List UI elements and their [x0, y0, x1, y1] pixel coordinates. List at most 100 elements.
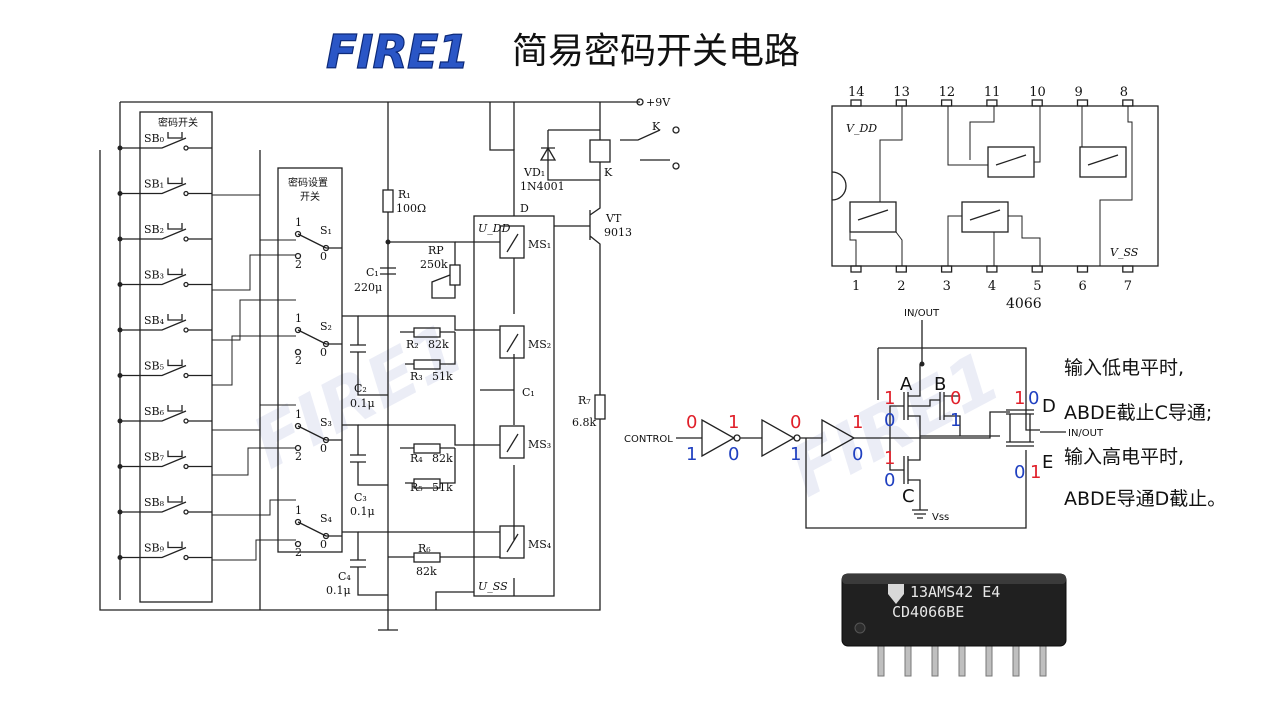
bottom-pin-number: 7 [1124, 279, 1132, 294]
bottom-pin-number: 4 [988, 279, 996, 294]
pin-box [895, 99, 907, 107]
explanation-notes: 输入低电平时, ABDE截止C导通; 输入高电平时, ABDE导通D截止。 [1064, 357, 1226, 510]
bottom-pin-number: 2 [897, 279, 905, 294]
wire [575, 419, 601, 611]
r4-label: R₄ [410, 452, 423, 465]
in-out-right-label: IN/OUT [1068, 428, 1104, 439]
chip-legs [877, 645, 1047, 677]
vt-value: 9013 [604, 226, 632, 239]
wire [358, 315, 500, 331]
ground-small [912, 509, 928, 519]
c2-value: 0.1μ [350, 397, 375, 410]
chip-leg [958, 645, 966, 677]
bottom-pin-number: 1 [852, 279, 860, 294]
wire [212, 499, 296, 516]
level-d-red: 1 [1014, 388, 1025, 409]
ti-logo-icon [888, 584, 904, 604]
level-lower-blue: 0 [884, 470, 895, 491]
c4-value: 0.1μ [326, 584, 351, 597]
c1-capacitor [380, 267, 396, 275]
relay-label: K [604, 166, 613, 179]
chip-leg [1012, 645, 1020, 677]
pin-box [1076, 265, 1089, 273]
wire [548, 102, 601, 140]
wire [431, 274, 456, 299]
node-c-label: C [902, 486, 915, 507]
switch-label: SB₃ [144, 269, 164, 282]
r7-label: R₇ [578, 394, 591, 407]
switch-label: SB₉ [144, 542, 165, 555]
wire [212, 335, 296, 386]
ms-gate-box [499, 525, 525, 559]
selector-pos-0: 0 [320, 538, 327, 551]
pin-box [940, 265, 953, 273]
internal-switch [961, 201, 1009, 233]
internal-switch-blade [1087, 154, 1119, 166]
r1-value: 100Ω [396, 202, 426, 215]
top-pin-number: 9 [1075, 85, 1083, 100]
switch-symbol [120, 450, 212, 468]
wire [547, 130, 600, 181]
ms-gate-label: MS₂ [528, 338, 551, 351]
switch-bank-box [139, 111, 213, 603]
switch-symbol [120, 223, 212, 240]
pin-box [1122, 265, 1134, 273]
rp-label: RP [428, 244, 444, 257]
in-out-top-label: IN/OUT [904, 308, 940, 319]
internal-switch [849, 201, 897, 233]
chip-marking-1: 13AMS42 E4 [910, 583, 1000, 601]
setting-switch-box [277, 167, 343, 553]
wire [405, 448, 456, 484]
selector-pos-0: 0 [320, 442, 327, 455]
c3-value: 0.1μ [350, 505, 375, 518]
c2-label: C₂ [354, 382, 367, 395]
switch-symbol [120, 496, 212, 513]
pin-box [850, 265, 862, 273]
level-red: 1 [728, 412, 739, 433]
relay-contact [620, 129, 670, 161]
ms-gate: MS₁ [499, 225, 551, 259]
ms-gate-blade [506, 433, 519, 453]
rp-pot [449, 264, 461, 286]
inverter-1 [701, 418, 736, 458]
inverter-3 [821, 418, 856, 458]
selector-pos-2: 2 [295, 354, 302, 367]
r2-value: 82k [428, 338, 449, 351]
wire [358, 424, 500, 446]
node-d-label: D [1042, 396, 1056, 417]
ms-gate-box [499, 425, 525, 459]
pin-box [850, 99, 862, 107]
node-a-label: A [900, 374, 913, 395]
password-switch: SB₂ [117, 223, 212, 242]
ms-gate-label: MS₄ [528, 538, 552, 551]
note-line-3: 输入高电平时, [1064, 446, 1184, 468]
selector-label: S₂ [320, 320, 332, 333]
wire [212, 539, 296, 561]
password-switch: SB₄ [117, 314, 212, 333]
c1-label: C₁ [366, 266, 379, 279]
level-red: 0 [790, 412, 801, 433]
password-switch: SB₈ [117, 496, 212, 515]
slide-title: 简易密码开关电路 [512, 31, 800, 72]
r4-value: 82k [432, 452, 453, 465]
ms-gate-blade [506, 533, 519, 553]
selector-pos-1: 1 [295, 408, 302, 421]
vt-transistor [554, 180, 601, 395]
top-pin-number: 13 [893, 85, 910, 100]
level-e-red: 1 [1030, 462, 1041, 483]
relay-coil [589, 139, 611, 163]
ms-gate-label: MS₃ [528, 438, 551, 451]
switch-label: SB₈ [144, 496, 165, 509]
udd-label: U_DD [478, 222, 511, 235]
note-line-2: ABDE截止C导通; [1064, 402, 1212, 424]
pin-box [986, 265, 998, 273]
password-switch: SB₃ [117, 268, 212, 288]
level-d-blue: 0 [1028, 388, 1039, 409]
r7-resistor [594, 394, 606, 420]
switch-label: SB₆ [144, 405, 165, 418]
